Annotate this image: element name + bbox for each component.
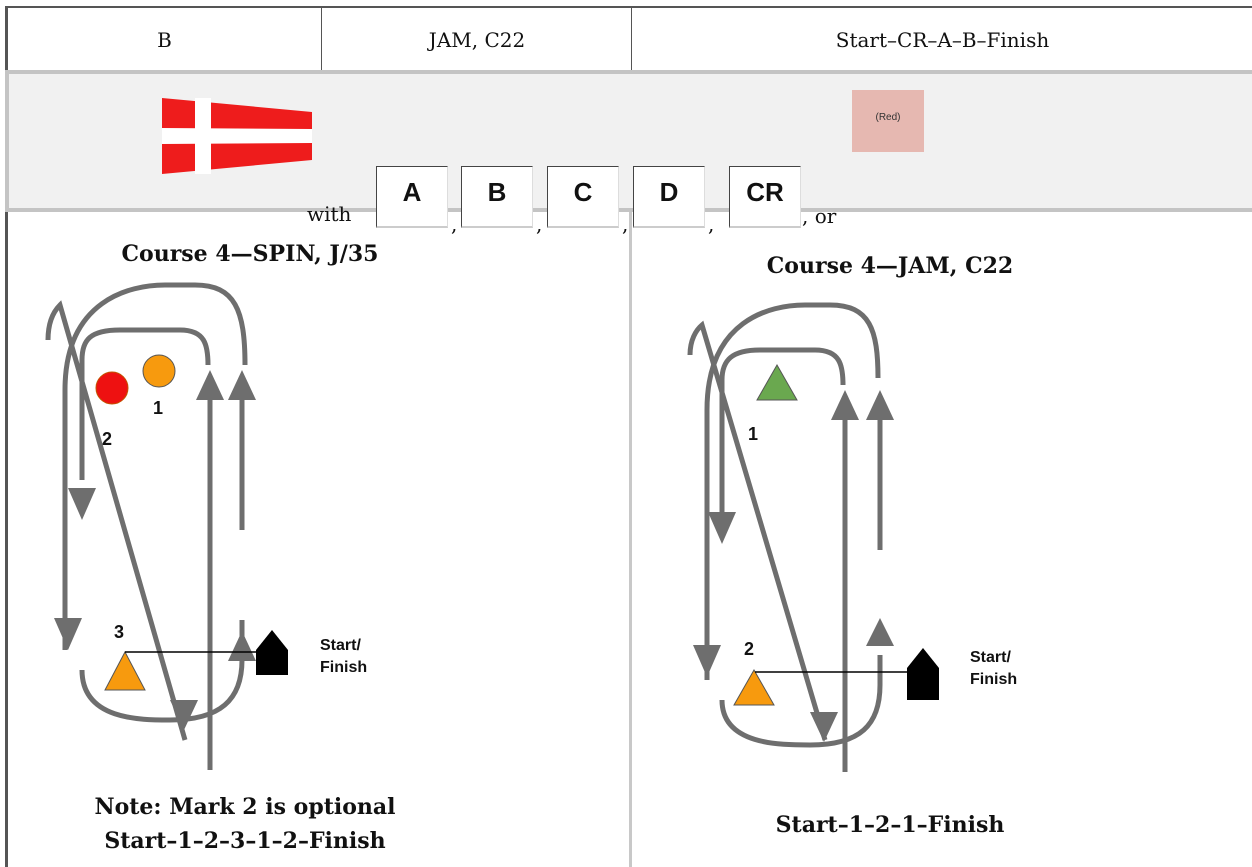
mark-2-red	[95, 371, 129, 405]
start-label: Start/	[970, 649, 1011, 666]
left-note: Note: Mark 2 is optional Start–1–2–3–1–2…	[40, 790, 450, 858]
finish-label: Finish	[320, 659, 367, 676]
cell-route: Start–CR–A–B–Finish	[631, 8, 1252, 72]
table-left-border	[5, 212, 8, 867]
mark-1-green-triangle	[756, 363, 798, 401]
box-d: D	[633, 166, 705, 228]
left-route: Start–1–2–3–1–2–Finish	[104, 828, 386, 854]
outer-path	[62, 282, 248, 650]
column-divider	[629, 212, 632, 867]
right-course-diagram: 1 2 Start/ Finish	[687, 302, 1017, 772]
pennant-flag-icon	[162, 98, 312, 174]
mark-1-label: 1	[748, 424, 758, 444]
separator: ,	[708, 212, 715, 236]
right-route: Start–1–2–1–Finish	[775, 812, 1005, 838]
mark-3-orange-triangle	[104, 650, 146, 691]
with-text: with	[307, 202, 352, 226]
box-b: B	[461, 166, 533, 228]
mark-2-label: 2	[744, 639, 754, 659]
header-row: B JAM, C22 Start–CR–A–B–Finish	[8, 6, 1252, 73]
start-boat-icon	[256, 630, 288, 675]
box-cr: CR	[729, 166, 801, 228]
box-c: C	[547, 166, 619, 228]
left-course-diagram: 1 2 3 Start/ Finish	[45, 282, 367, 770]
separator: ,	[536, 212, 543, 236]
note-optional: Note: Mark 2 is optional	[94, 794, 396, 820]
start-boat-icon	[907, 648, 939, 700]
cell-flag-letter: B	[157, 28, 172, 52]
separator: ,	[622, 212, 629, 236]
finish-label: Finish	[970, 671, 1017, 688]
inner-path	[79, 327, 211, 480]
box-a: A	[376, 166, 448, 228]
or-text: , or	[802, 204, 837, 228]
arrowheads	[54, 370, 256, 730]
cell-classes: JAM, C22	[321, 8, 632, 72]
right-course-title: Course 4—JAM, C22	[766, 253, 1014, 279]
start-label: Start/	[320, 637, 361, 654]
mark-2-label: 2	[102, 429, 112, 449]
diagonal-path	[45, 300, 188, 741]
mark-1-label: 1	[153, 398, 163, 418]
separator: ,	[451, 212, 458, 236]
mark-1-orange	[142, 354, 176, 388]
flag-row: with A , B , C , D , CR , or (Red)	[5, 70, 1252, 236]
mark-3-label: 3	[114, 622, 124, 642]
bottom-loop	[79, 620, 245, 723]
red-mark-box: (Red)	[852, 90, 924, 152]
left-course-title: Course 4—SPIN, J/35	[121, 241, 379, 267]
mark-2-orange-triangle	[733, 668, 775, 706]
table-left-border	[5, 6, 8, 70]
